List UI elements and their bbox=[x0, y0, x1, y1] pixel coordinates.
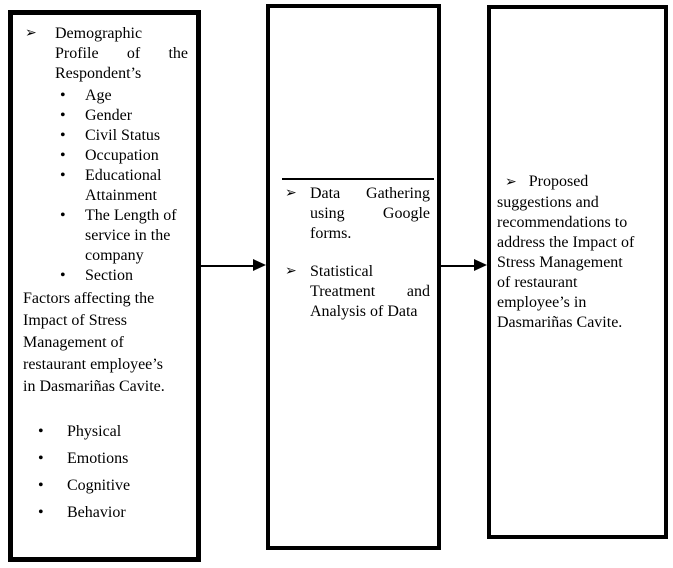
list-item: • Behavior bbox=[38, 499, 196, 526]
process-content: ➢ Data Gathering using Google forms. ➢ Sta… bbox=[270, 184, 437, 322]
dot-bullet-icon: • bbox=[38, 504, 44, 521]
dot-bullet-icon: • bbox=[38, 423, 44, 440]
dot-bullet-icon: • bbox=[60, 207, 66, 224]
arrow-bullet-icon: ➢ bbox=[285, 186, 297, 201]
list-item: • Physical bbox=[38, 418, 196, 445]
list-item-label: Behavior bbox=[67, 504, 126, 521]
list-item: • The Length of service in the company bbox=[60, 206, 196, 266]
list-item-label: Emotions bbox=[67, 450, 129, 467]
list-item-label: Civil Status bbox=[85, 127, 161, 144]
input-box: ➢ Demographic Profile of the Respondent’s… bbox=[8, 10, 201, 562]
dot-bullet-icon: • bbox=[38, 477, 44, 494]
factors-bullet-list: • Physical • Emotions • Cognitive • Behavior bbox=[38, 418, 196, 526]
arrow-bullet-icon: ➢ bbox=[285, 264, 297, 279]
process-item-text: Data Gathering using Google forms. bbox=[310, 185, 430, 242]
right-arrow-icon bbox=[253, 259, 266, 271]
process-item-text: Statistical Treatment and Analysis of Da… bbox=[310, 263, 430, 320]
list-item: • Age bbox=[60, 86, 196, 106]
dot-bullet-icon: • bbox=[60, 167, 66, 184]
process-box: ➢ Data Gathering using Google forms. ➢ Sta… bbox=[266, 4, 441, 550]
list-item: • Occupation bbox=[60, 146, 196, 166]
dot-bullet-icon: • bbox=[60, 87, 66, 104]
dot-bullet-icon: • bbox=[38, 450, 44, 467]
output-paragraph: ➢Proposed suggestions and recommendation… bbox=[497, 172, 658, 333]
dot-bullet-icon: • bbox=[60, 127, 66, 144]
input-heading-item: ➢ Demographic Profile of the Respondent’s bbox=[25, 24, 196, 84]
list-item: • Gender bbox=[60, 106, 196, 126]
output-paragraph-text: Proposed suggestions and recommendations… bbox=[497, 173, 635, 331]
arrow-bullet-icon: ➢ bbox=[505, 175, 517, 190]
list-item-label: Gender bbox=[85, 107, 133, 124]
list-item-label: Physical bbox=[67, 423, 122, 440]
list-item-label: Occupation bbox=[85, 147, 159, 164]
list-item-label: Educational Attainment bbox=[85, 167, 162, 204]
list-item: • Civil Status bbox=[60, 126, 196, 146]
factors-paragraph: Factors affecting the Impact of Stress M… bbox=[23, 290, 165, 395]
process-to-output-arrow-line bbox=[441, 265, 476, 267]
list-item-label: Cognitive bbox=[67, 477, 131, 494]
process-item: ➢ Statistical Treatment and Analysis of D… bbox=[285, 262, 437, 322]
list-item: • Cognitive bbox=[38, 472, 196, 499]
dot-bullet-icon: • bbox=[60, 107, 66, 124]
dot-bullet-icon: • bbox=[60, 147, 66, 164]
process-item: ➢ Data Gathering using Google forms. bbox=[285, 184, 437, 244]
demographic-bullet-list: • Age • Gender • Civil Status • Occupation •… bbox=[60, 86, 196, 286]
input-to-process-arrow-line bbox=[201, 265, 255, 267]
list-item-label: Age bbox=[85, 87, 112, 104]
output-box: ➢Proposed suggestions and recommendation… bbox=[487, 5, 668, 539]
arrow-bullet-icon: ➢ bbox=[25, 26, 37, 41]
right-arrow-icon bbox=[474, 259, 487, 271]
dot-bullet-icon: • bbox=[60, 267, 66, 284]
divider-line bbox=[282, 178, 434, 180]
input-heading-text: Demographic Profile of the Respondent’s bbox=[55, 25, 188, 82]
list-item: • Emotions bbox=[38, 445, 196, 472]
list-item: • Educational Attainment bbox=[60, 166, 196, 206]
list-item: • Section bbox=[60, 266, 196, 286]
list-item-label: The Length of service in the company bbox=[85, 207, 177, 264]
list-item-label: Section bbox=[85, 267, 133, 284]
